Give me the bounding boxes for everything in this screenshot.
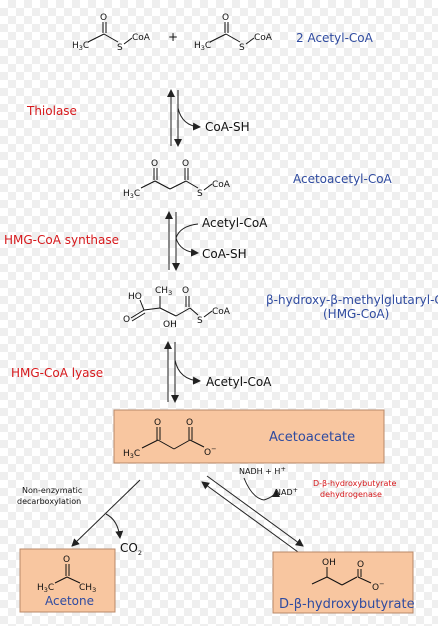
label-thiolase: Thiolase (26, 104, 77, 118)
svg-text:HO: HO (128, 292, 142, 302)
svg-text:CH3: CH3 (155, 286, 172, 297)
curved-arrow-acetyl-coa-out (174, 359, 201, 385)
svg-text:O: O (154, 418, 161, 428)
plus-sign: + (168, 30, 178, 44)
cofactor-coa-sh-2: CoA-SH (202, 247, 247, 261)
svg-text:OH: OH (163, 320, 177, 330)
hydroxybutyrate-box (272, 551, 414, 614)
label-2-acetyl-coa: 2 Acetyl-CoA (296, 31, 374, 45)
atom-coa: CoA (132, 33, 151, 43)
acetoacetate-structure: O O H3C O− (123, 418, 217, 460)
acetoacetyl-coa-structure: O O H3C S CoA (123, 159, 231, 200)
curved-arrow-co2-out (105, 513, 124, 539)
label-acetoacetate: Acetoacetate (269, 430, 355, 445)
acetoacetate-box (113, 409, 385, 464)
label-acetone: Acetone (45, 594, 94, 608)
label-hmg-coa-lyase: HMG-CoA lyase (11, 366, 103, 380)
svg-text:O−: O− (204, 445, 217, 458)
atom-h3c: H3C (194, 41, 211, 52)
label-dehydrogenase-line2: dehydrogenase (320, 490, 382, 499)
acetone-structure: O H3C CH3 (37, 555, 96, 594)
hmg-coa-structure: CH3 HO O OH O S CoA (123, 286, 231, 330)
acetyl-coa-structure-1: O H3C S CoA (72, 13, 151, 53)
atom-coa: CoA (254, 33, 273, 43)
label-dehydrogenase-line1: D-β-hydroxybutyrate (313, 479, 397, 488)
curved-arrow-nadh-in (243, 477, 265, 501)
cofactor-nad: NAD+ (275, 486, 298, 497)
atom-o: O (222, 13, 229, 23)
svg-text:O: O (182, 286, 189, 296)
svg-text:O: O (123, 315, 130, 325)
svg-text:O: O (151, 159, 158, 169)
reversible-arrow-dehydrogenase (201, 475, 304, 553)
svg-text:CoA: CoA (212, 180, 231, 190)
acetyl-coa-structure-2: O H3C S CoA (194, 13, 273, 53)
label-hmg-coa-line1: β-hydroxy-β-methylglutaryl-CoA (266, 293, 438, 307)
curved-arrow-coa-sh-out-2 (175, 237, 199, 257)
arrow-to-acetone (71, 479, 141, 547)
svg-text:CoA: CoA (212, 307, 231, 317)
atom-s: S (117, 43, 123, 53)
label-hmg-coa-line2: (HMG-CoA) (323, 307, 389, 321)
acetone-box (19, 548, 116, 613)
reversible-arrow-hmg-synthase (165, 211, 180, 271)
cofactor-acetyl-coa-out: Acetyl-CoA (206, 375, 272, 389)
label-non-enzymatic: Non-enzymatic (22, 486, 82, 495)
svg-text:O: O (182, 159, 189, 169)
svg-text:OH: OH (322, 558, 336, 568)
svg-text:H3C: H3C (123, 189, 140, 200)
cofactor-coa-sh-1: CoA-SH (205, 120, 250, 134)
curved-arrow-coa-sh-out (177, 107, 201, 131)
label-hydroxybutyrate: D-β-hydroxybutyrate (279, 597, 415, 612)
curved-arrow-acetyl-coa-in (175, 223, 199, 239)
svg-text:H3C: H3C (37, 583, 54, 594)
reversible-arrow-hmg-lyase (164, 341, 179, 403)
svg-text:O: O (357, 560, 364, 570)
svg-text:H3C: H3C (123, 449, 140, 460)
atom-s: S (239, 43, 245, 53)
svg-text:S: S (197, 189, 203, 199)
svg-text:O: O (63, 555, 70, 565)
svg-text:O: O (186, 418, 193, 428)
label-hmg-coa-synthase: HMG-CoA synthase (4, 233, 119, 247)
atom-h3c: H3C (72, 41, 89, 52)
svg-text:S: S (197, 316, 203, 326)
cofactor-acetyl-coa-in: Acetyl-CoA (202, 216, 268, 230)
hydroxybutyrate-structure: OH O O− (311, 558, 385, 593)
cofactor-co2: CO2 (120, 541, 142, 557)
reversible-arrow-thiolase (167, 89, 182, 147)
label-acetoacetyl-coa: Acetoacetyl-CoA (293, 172, 393, 186)
curved-arrow-nad-out (263, 489, 280, 501)
svg-text:O−: O− (372, 580, 385, 593)
label-decarboxylation: decarboxylation (17, 497, 81, 506)
cofactor-nadh: NADH + H+ (239, 465, 286, 476)
svg-text:CH3: CH3 (79, 583, 96, 594)
atom-o: O (100, 13, 107, 23)
